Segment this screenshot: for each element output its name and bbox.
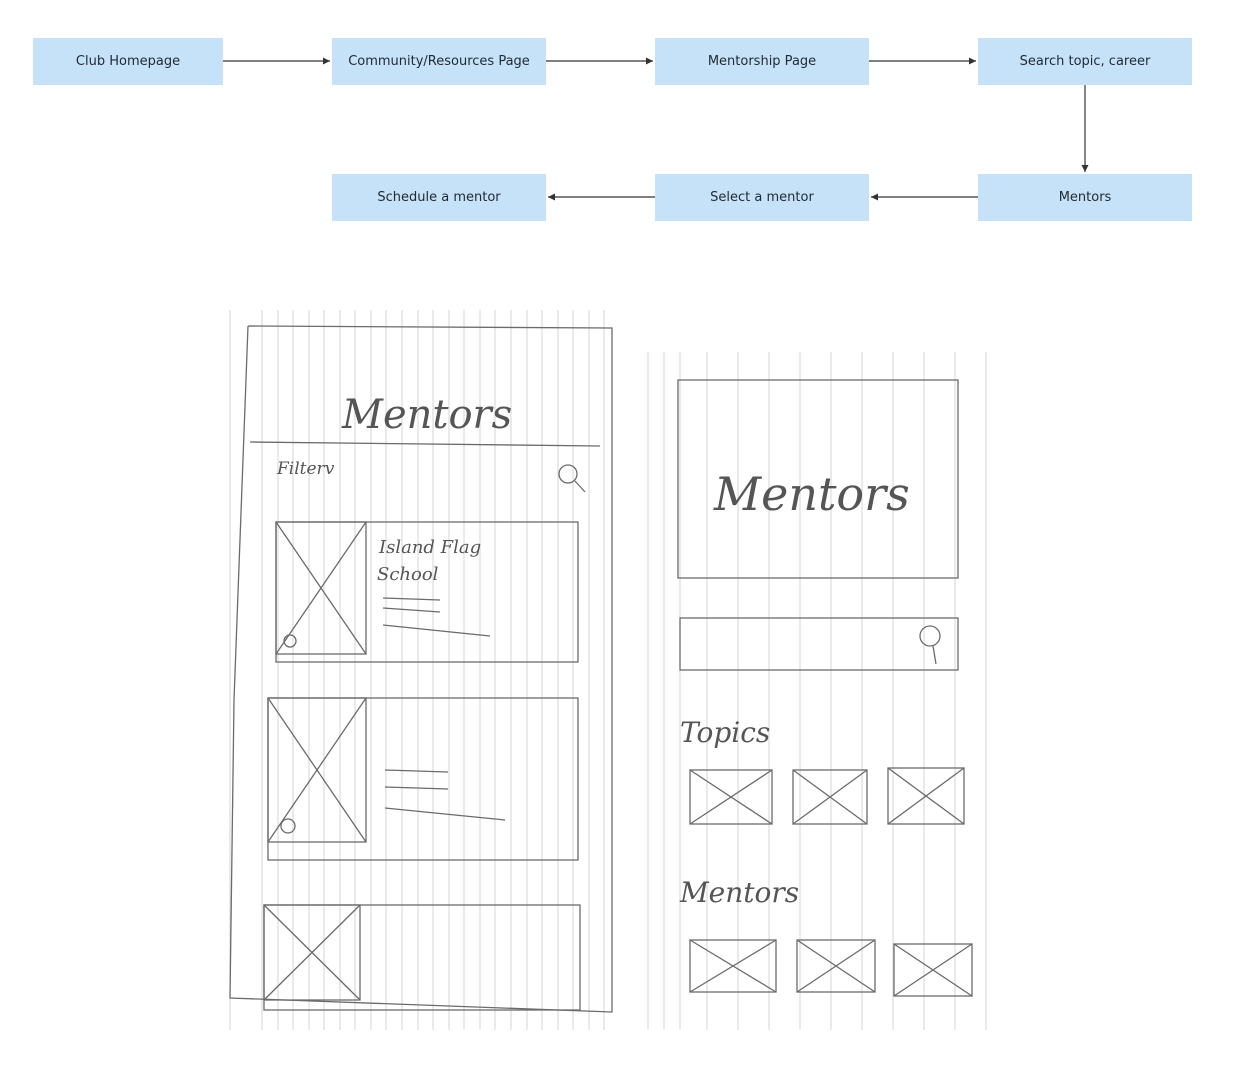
right-mentor-tile-3 xyxy=(893,943,973,997)
left-card-1 xyxy=(275,521,579,663)
right-mentor-tile-1 xyxy=(689,939,777,993)
flow-step-mentors: Mentors xyxy=(978,174,1192,221)
right-search-bar xyxy=(679,617,959,671)
left-ruled-lines xyxy=(229,310,605,1030)
right-hero-box xyxy=(677,379,959,579)
right-search-icon xyxy=(919,625,941,647)
left-card-2 xyxy=(267,697,579,861)
right-topic-tile-3 xyxy=(887,767,965,825)
right-sketch-title: Mentors xyxy=(713,467,910,521)
left-card1-title-line1: Island Flag xyxy=(378,537,481,558)
left-search-icon xyxy=(558,464,578,484)
left-card-3 xyxy=(263,904,581,1011)
right-mentor-tile-2 xyxy=(796,939,876,993)
flow-step-mentorship-page: Mentorship Page xyxy=(655,38,869,85)
flow-step-community-resources: Community/Resources Page xyxy=(332,38,546,85)
right-topics-heading: Topics xyxy=(680,716,770,749)
left-phone-frame xyxy=(229,325,613,1013)
flow-step-search-topic: Search topic, career xyxy=(978,38,1192,85)
right-topic-tile-1 xyxy=(689,769,773,825)
flow-step-club-homepage: Club Homepage xyxy=(33,38,223,85)
right-ruled-lines xyxy=(647,352,987,1030)
flow-step-select-mentor: Select a mentor xyxy=(655,174,869,221)
left-filter-label: Filterv xyxy=(276,459,335,479)
flow-step-schedule-mentor: Schedule a mentor xyxy=(332,174,546,221)
left-card1-title-line2: School xyxy=(377,564,439,585)
flow-arrows xyxy=(223,57,1089,201)
right-mentors-heading: Mentors xyxy=(679,876,799,909)
right-topic-tile-2 xyxy=(792,769,868,825)
left-sketch-title: Mentors xyxy=(341,392,512,438)
